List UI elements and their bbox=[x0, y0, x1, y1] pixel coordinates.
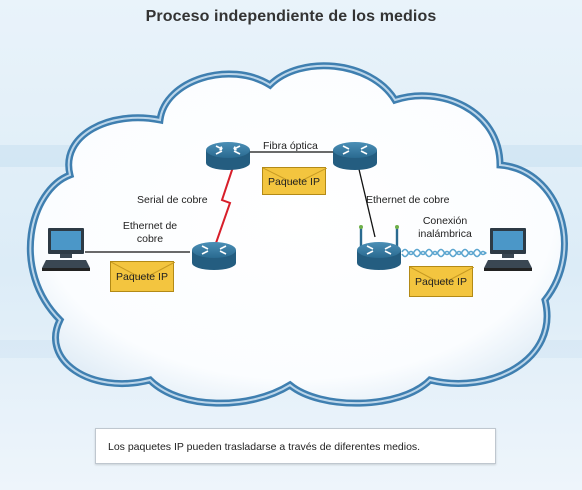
ip-packet: Paquete IP bbox=[110, 261, 175, 292]
cloud bbox=[26, 62, 568, 407]
ip-packet: Paquete IP bbox=[262, 167, 327, 195]
ip-packet-label: Paquete IP bbox=[415, 276, 467, 288]
envelope-icon bbox=[410, 267, 474, 285]
ethernet-left-label: Ethernet de cobre bbox=[119, 220, 181, 246]
router-icon bbox=[333, 142, 377, 170]
caption-box: Los paquetes IP pueden trasladarse a tra… bbox=[95, 428, 496, 464]
ip-packet-label: Paquete IP bbox=[268, 176, 320, 188]
fiber-label: Fibra óptica bbox=[263, 140, 318, 152]
envelope-icon bbox=[263, 168, 327, 185]
router-icon bbox=[192, 242, 236, 270]
wireless-label-line-1: Conexión bbox=[422, 215, 468, 227]
computer-icon bbox=[484, 228, 532, 271]
ip-packet-label: Paquete IP bbox=[116, 271, 168, 283]
serial-label: Serial de cobre bbox=[137, 194, 208, 206]
ethernet-left-label-line-2: cobre bbox=[136, 233, 164, 245]
router-icon bbox=[206, 142, 250, 170]
wireless-link bbox=[401, 248, 487, 256]
wireless-router-icon bbox=[357, 225, 401, 270]
envelope-icon bbox=[111, 262, 175, 280]
ip-packet: Paquete IP bbox=[409, 266, 474, 297]
wireless-label: Conexión inalámbrica bbox=[414, 215, 476, 241]
page-title: Proceso independiente de los medios bbox=[145, 8, 437, 25]
serial-link bbox=[215, 166, 234, 244]
caption-text: Los paquetes IP pueden trasladarse a tra… bbox=[108, 441, 421, 453]
wireless-label-line-2: inalámbrica bbox=[418, 228, 472, 240]
ethernet-right-label: Ethernet de cobre bbox=[366, 194, 450, 206]
ethernet-left-label-line-1: Ethernet de bbox=[122, 220, 178, 232]
ethernet-link-right bbox=[357, 164, 376, 238]
computer-icon bbox=[42, 228, 90, 271]
